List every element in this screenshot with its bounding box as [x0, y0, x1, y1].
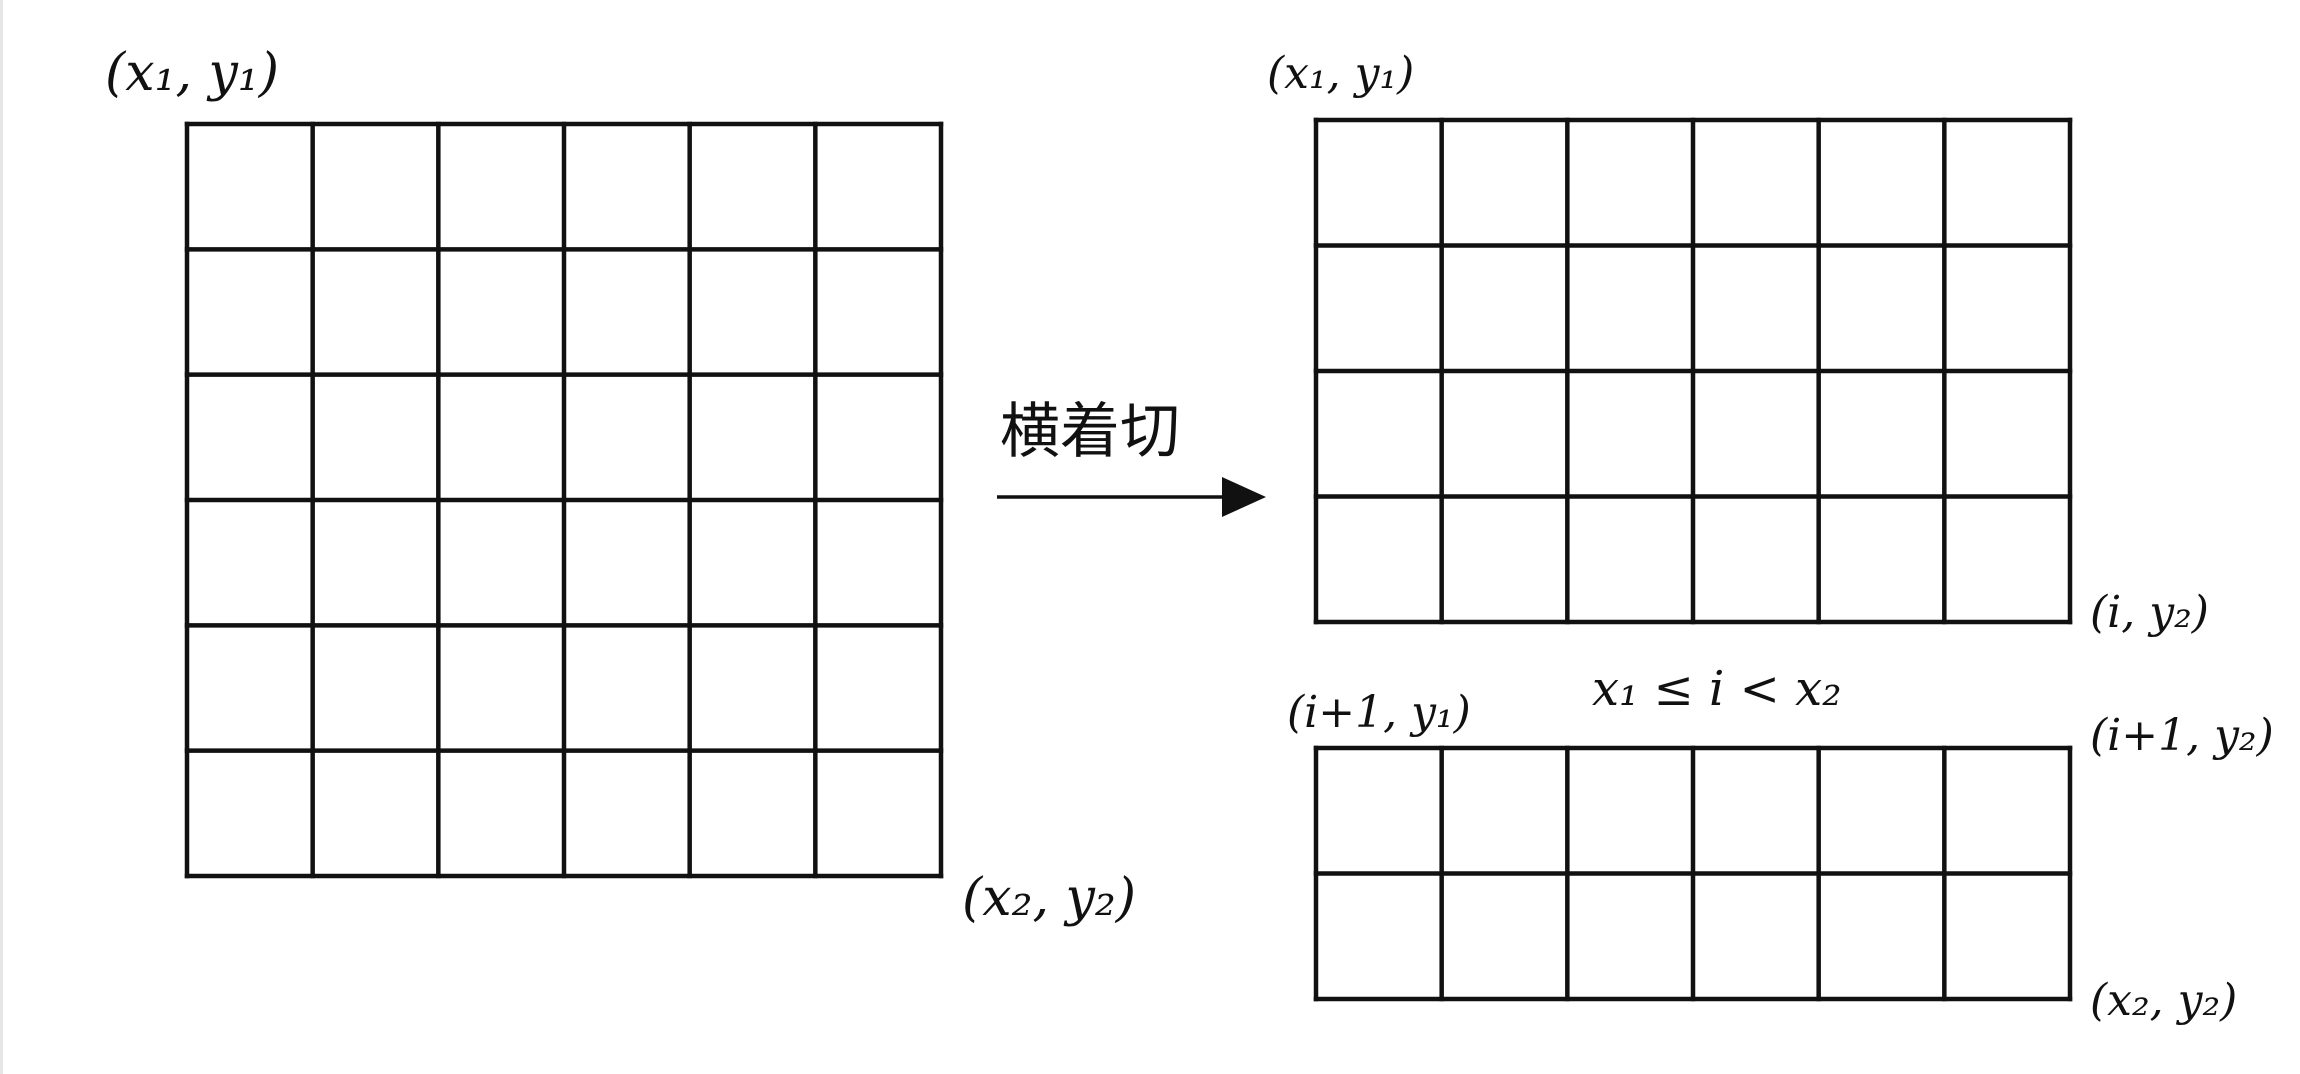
original-top-left-label: (x₁, y₁) [105, 43, 279, 103]
top-part-top-left-label: (x₁, y₁) [1267, 48, 1414, 99]
bottom-part-grid [1313, 745, 2073, 1002]
bottom-part-top-right-label: (i+1, y₂) [2090, 710, 2274, 761]
condition-label: x₁ ≤ i < x₂ [1592, 661, 1841, 717]
cut-arrow [997, 477, 1266, 517]
top-part-bottom-right-label: (i, y₂) [2090, 587, 2209, 638]
bottom-part-bottom-right-label: (x₂, y₂) [2090, 975, 2237, 1026]
cut-label: 横着切 [1000, 397, 1180, 467]
original-bottom-right-label: (x₂, y₂) [962, 868, 1136, 928]
arrow-right-icon [1222, 477, 1266, 517]
top-part-grid [1313, 117, 2073, 625]
left-border-line [0, 0, 3, 1074]
original-grid [184, 121, 944, 879]
bottom-part-top-left-label: (i+1, y₁) [1287, 687, 1471, 738]
